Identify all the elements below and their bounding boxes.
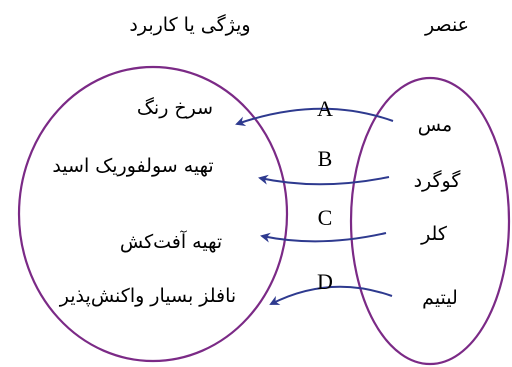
property-item: نافلز بسیار واکنش‌پذیر	[59, 285, 236, 307]
letter-a: A	[317, 96, 333, 121]
element-item: کلر	[420, 223, 448, 245]
arrow-c	[260, 232, 387, 243]
arrow-b	[258, 174, 390, 186]
element-ellipse	[349, 76, 511, 366]
element-item: لیتیم	[422, 287, 458, 309]
element-header: عنصر	[424, 14, 469, 36]
property-ellipse	[17, 65, 289, 363]
property-header: ویژگی یا کاربرد	[129, 13, 250, 36]
element-item: گوگرد	[414, 169, 462, 192]
property-item: سرخ رنگ	[137, 97, 213, 119]
letter-c: C	[318, 205, 333, 230]
letter-b: B	[318, 146, 333, 171]
letter-d: D	[317, 269, 333, 294]
arrow-d	[269, 285, 393, 305]
property-item: تهیه سولفوریک اسید	[52, 155, 213, 177]
element-item: مس	[418, 114, 452, 136]
property-item: تهیه آفت‌کش	[120, 229, 222, 253]
arrow-a	[235, 107, 394, 127]
